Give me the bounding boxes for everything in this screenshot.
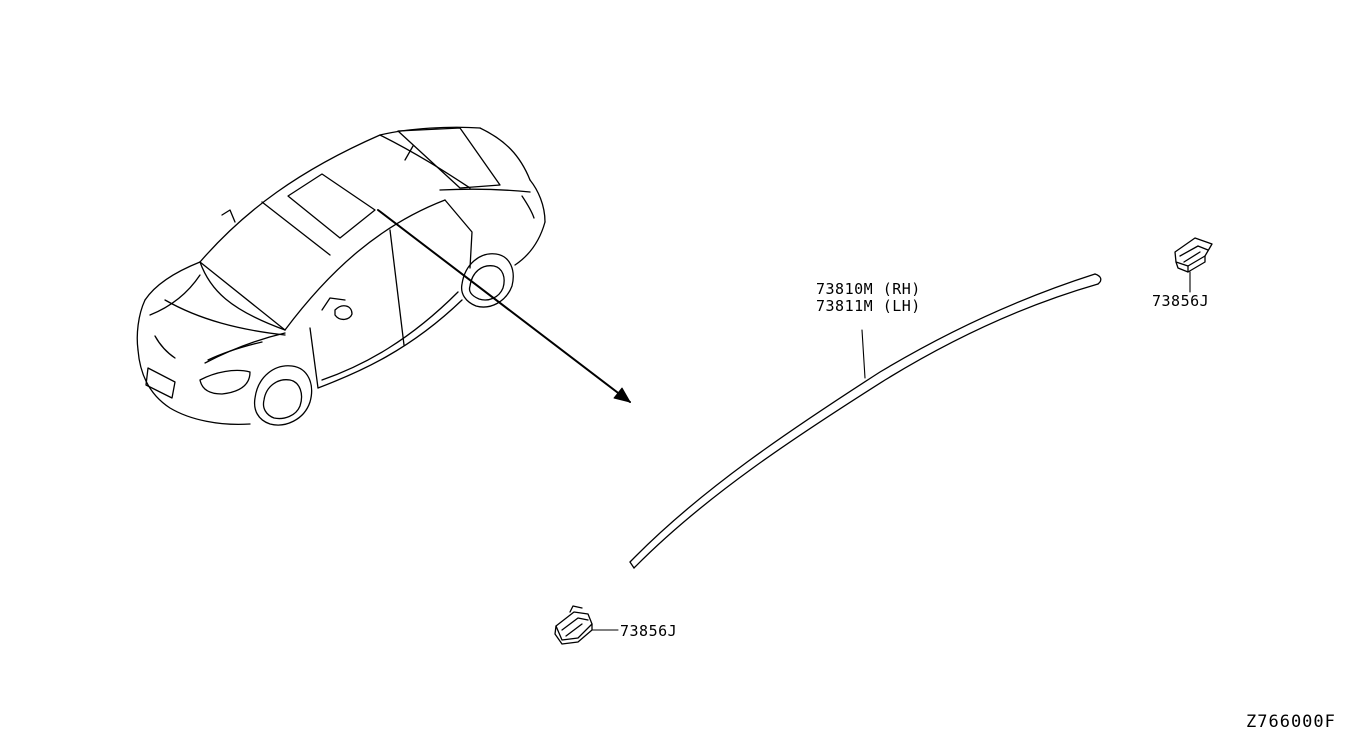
rear-wheel xyxy=(460,253,514,308)
front-wheel xyxy=(253,365,313,426)
callout-clip-front: 73856J xyxy=(620,622,678,640)
callout-clip-rear: 73856J xyxy=(1152,292,1210,310)
callout-73810m-rh: 73810M (RH) xyxy=(816,280,921,298)
callout-73811m-lh: 73811M (LH) xyxy=(816,297,921,315)
molding-leader-line xyxy=(861,329,866,379)
sunroof xyxy=(287,173,376,239)
headlight xyxy=(199,369,251,395)
leader-arrow xyxy=(377,209,631,403)
clip-front xyxy=(554,605,619,645)
figure-code: Z766000F xyxy=(1246,712,1336,732)
roof-molding xyxy=(629,273,1102,569)
clip-rear xyxy=(1174,237,1213,293)
car-illustration xyxy=(136,126,631,426)
